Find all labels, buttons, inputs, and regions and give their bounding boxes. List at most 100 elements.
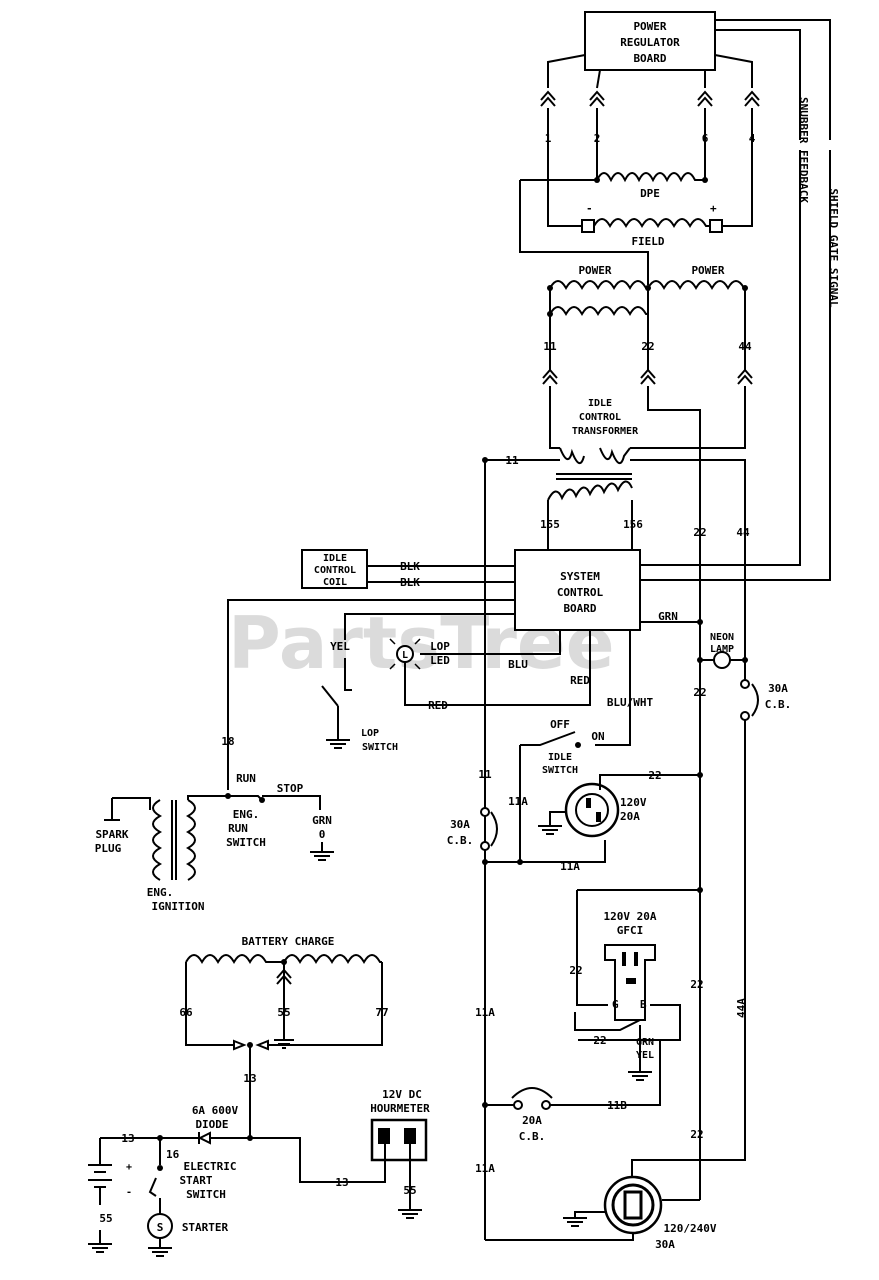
idle-control-coil: IDLE CONTROL COIL (301, 549, 368, 589)
svg-text:13: 13 (335, 1176, 348, 1189)
svg-text:30A: 30A (655, 1238, 675, 1251)
gfci-outlet: 120V 20A GFCI G B (604, 910, 657, 1021)
svg-text:IDLE: IDLE (323, 553, 347, 564)
svg-text:GFCI: GFCI (617, 924, 644, 937)
svg-text:OFF: OFF (550, 718, 570, 731)
power-regulator-board: POWER REGULATOR BOARD (584, 11, 716, 71)
svg-text:BLK: BLK (400, 560, 420, 573)
snubber-feedback-label: SNUBBER FEEDBACK (797, 97, 810, 203)
starter-motor: S STARTER (147, 1213, 229, 1257)
svg-text:LOP: LOP (430, 640, 450, 653)
svg-text:START: START (179, 1174, 212, 1187)
svg-text:13: 13 (121, 1132, 134, 1145)
svg-text:20A: 20A (620, 810, 640, 823)
dpe-winding: DPE (520, 172, 708, 200)
svg-text:DPE: DPE (640, 187, 660, 200)
svg-text:RED: RED (428, 699, 448, 712)
svg-text:ENG.: ENG. (147, 886, 174, 899)
svg-text:HOURMETER: HOURMETER (370, 1102, 430, 1115)
svg-text:6A 600V: 6A 600V (192, 1104, 239, 1117)
svg-text:120V 20A: 120V 20A (604, 910, 657, 923)
engine-ignition: ENG. IGNITION (112, 795, 228, 913)
svg-text:REGULATOR: REGULATOR (620, 36, 680, 49)
hourmeter: 12V DC HOURMETER (370, 1088, 430, 1168)
svg-text:22: 22 (693, 686, 706, 699)
svg-text:55: 55 (277, 1006, 290, 1019)
wire-label-11: 11 (543, 340, 557, 353)
svg-text:LAMP: LAMP (710, 644, 734, 655)
power-windings: POWER POWER (547, 264, 748, 370)
engine-run-switch: RUN STOP ENG. RUN SWITCH GRN 0 (225, 772, 334, 861)
svg-text:22: 22 (690, 978, 703, 991)
svg-text:NEON: NEON (710, 632, 734, 643)
svg-text:SNUBBER FEEDBACK: SNUBBER FEEDBACK (797, 97, 810, 203)
wire-label-44: 44 (738, 340, 752, 353)
svg-text:S: S (157, 1221, 164, 1234)
svg-text:ON: ON (591, 730, 604, 743)
svg-text:55: 55 (99, 1212, 112, 1225)
svg-text:YEL: YEL (636, 1050, 654, 1061)
svg-text:SWITCH: SWITCH (542, 765, 578, 776)
electric-start-switch: 16 ELECTRIC START SWITCH (148, 1138, 236, 1214)
connector-row-top (540, 90, 760, 107)
svg-text:IDLE: IDLE (548, 752, 572, 763)
svg-text:SPARK: SPARK (95, 828, 128, 841)
svg-text:11B: 11B (607, 1099, 627, 1112)
svg-text:13: 13 (243, 1072, 256, 1085)
svg-text:FIELD: FIELD (631, 235, 664, 248)
svg-text:30A: 30A (768, 682, 788, 695)
svg-text:GRN: GRN (658, 610, 678, 623)
svg-text:+: + (126, 1162, 132, 1173)
svg-text:BATTERY CHARGE: BATTERY CHARGE (242, 935, 335, 948)
diode: 6A 600V DIODE (192, 1104, 239, 1145)
svg-text:22: 22 (593, 1034, 606, 1047)
svg-text:C.B.: C.B. (765, 698, 792, 711)
wire-label-22: 22 (641, 340, 654, 353)
svg-text:SWITCH: SWITCH (362, 742, 398, 753)
wire-label-156: 156 (623, 518, 643, 531)
svg-text:BLU/WHT: BLU/WHT (607, 696, 654, 709)
lop-led: L LOP LED (389, 638, 450, 670)
svg-text:BOARD: BOARD (633, 52, 666, 65)
svg-text:44A: 44A (735, 998, 748, 1018)
system-control-board: SYSTEM CONTROL BOARD (514, 549, 641, 631)
svg-text:IGNITION: IGNITION (152, 900, 205, 913)
cb-30a-left: 30A C.B. (447, 807, 498, 851)
svg-text:LED: LED (430, 654, 450, 667)
svg-text:22: 22 (648, 769, 661, 782)
field-winding: - + FIELD (581, 202, 723, 248)
connector-row-power (542, 368, 753, 385)
svg-text:66: 66 (179, 1006, 193, 1019)
cb-30a-top: 30A C.B. (740, 679, 792, 721)
svg-text:18: 18 (221, 735, 234, 748)
svg-text:CONTROL: CONTROL (557, 586, 604, 599)
svg-text:POWER: POWER (578, 264, 611, 277)
svg-text:20A: 20A (522, 1114, 542, 1127)
svg-text:STOP: STOP (277, 782, 304, 795)
svg-text:11A: 11A (560, 860, 580, 873)
svg-text:44: 44 (736, 526, 750, 539)
outlet-120v-20a: 120V 20A (564, 782, 647, 838)
svg-text:12V DC: 12V DC (382, 1088, 422, 1101)
svg-text:22: 22 (690, 1128, 703, 1141)
battery: + - 55 (88, 1138, 132, 1253)
svg-text:11A: 11A (475, 1162, 495, 1175)
svg-text:IDLE: IDLE (588, 398, 612, 409)
svg-text:TRANSFORMER: TRANSFORMER (572, 426, 639, 437)
svg-text:BLU: BLU (508, 658, 528, 671)
idle-control-transformer: IDLE CONTROL TRANSFORMER (547, 398, 639, 550)
svg-text:CONTROL: CONTROL (579, 412, 621, 423)
shield-gate-signal-label: SHIELD GATE SIGNAL (827, 188, 840, 308)
svg-text:C.B.: C.B. (447, 834, 474, 847)
svg-text:DIODE: DIODE (195, 1118, 228, 1131)
wire-label-155: 155 (540, 518, 560, 531)
svg-text:120V: 120V (620, 796, 647, 809)
svg-text:11: 11 (505, 454, 519, 467)
svg-text:11: 11 (478, 768, 492, 781)
svg-text:SYSTEM: SYSTEM (560, 570, 600, 583)
svg-text:RUN: RUN (228, 822, 248, 835)
svg-text:SHIELD GATE SIGNAL: SHIELD GATE SIGNAL (827, 188, 840, 308)
cb-20a: 20A C.B. (511, 1087, 553, 1143)
svg-text:ENG.: ENG. (233, 808, 260, 821)
svg-text:POWER: POWER (691, 264, 724, 277)
